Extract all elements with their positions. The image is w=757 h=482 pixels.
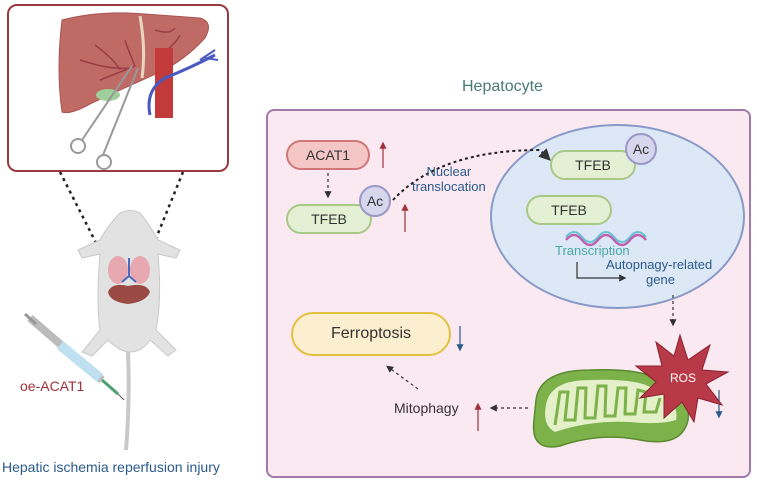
ferroptosis-node: Ferroptosis [291, 312, 451, 356]
ros-burst-icon: ROS [634, 333, 730, 424]
nuclear-translocation-label: Nuclear translocation [412, 164, 486, 194]
acat1-label: ACAT1 [305, 147, 351, 163]
tfeb-node: TFEB [286, 204, 372, 234]
mouse-icon [77, 210, 181, 451]
transcription-label: Transcription [555, 243, 630, 258]
liver-icon [58, 12, 219, 118]
nuclear-tfeb-ac-node: TFEB [550, 150, 636, 180]
tfeb-label: TFEB [311, 211, 347, 227]
mrna-wave-icon [565, 233, 647, 247]
syringe-icon [23, 312, 125, 401]
ac-label: Ac [366, 193, 384, 209]
tfeb-label: TFEB [575, 157, 611, 173]
mitophagy-to-ferroptosis-arrow [386, 365, 419, 390]
zoom-line-left [58, 171, 122, 291]
forceps-clamp-icon [70, 65, 139, 170]
transcription-arrow [576, 262, 627, 282]
ros-label: ROS [670, 371, 696, 385]
acat1-node: ACAT1 [286, 140, 370, 170]
ac-badge: Ac [359, 185, 391, 217]
ac-label: Ac [632, 141, 650, 157]
autophagy-gene-label-line2: gene [646, 272, 675, 287]
left-caption: Hepatic ischemia reperfusion injury [2, 459, 220, 475]
nuclear-tfeb-node: TFEB [526, 195, 612, 225]
mitophagy-label: Mitophagy [394, 400, 459, 416]
autophagy-gene-label-line1: Autopnagy-related [606, 257, 713, 272]
tfeb-label: TFEB [551, 202, 587, 218]
left-illustration [23, 12, 219, 451]
injection-label: oe-ACAT1 [20, 378, 85, 394]
hepatocyte-title: Hepatocyte [462, 78, 543, 95]
ferroptosis-label: Ferroptosis [330, 325, 412, 342]
nuclear-ac-badge: Ac [625, 133, 657, 165]
